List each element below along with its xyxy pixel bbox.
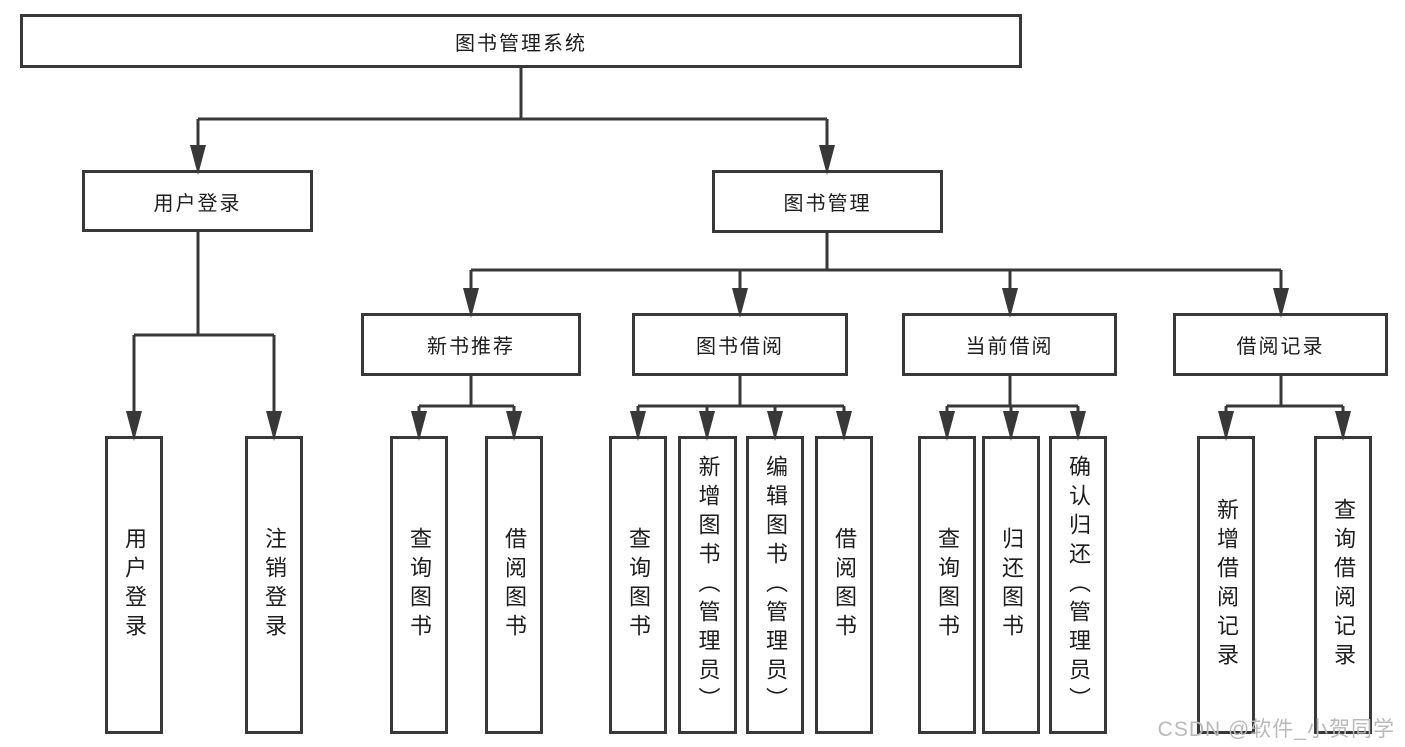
node-label: 新增借阅记录 bbox=[1214, 498, 1239, 672]
connector-book-borrow bbox=[636, 376, 846, 413]
node-label: 归还图书 bbox=[999, 527, 1024, 643]
connector-current-borrow bbox=[945, 376, 1080, 413]
node-label: 查询借阅记录 bbox=[1331, 498, 1356, 672]
node-label: 新增图书（管理员） bbox=[695, 454, 721, 716]
node-label: 确认归还（管理员） bbox=[1066, 454, 1091, 716]
node-label: 查询图书 bbox=[626, 527, 651, 643]
connector-book-mgmt bbox=[469, 233, 1283, 290]
node-label: 用户登录 bbox=[122, 527, 147, 643]
node-label: 图书管理 bbox=[783, 193, 872, 215]
node-borrow-record: 借阅记录 bbox=[1173, 313, 1388, 376]
node-leaf-borrow-book-2: 借阅图书 bbox=[815, 436, 873, 734]
node-leaf-add-borrow-record: 新增借阅记录 bbox=[1197, 436, 1255, 734]
connector-user-login bbox=[132, 232, 276, 413]
node-label: 编辑图书（管理员） bbox=[763, 454, 788, 716]
watermark-text: CSDN @软件_小贺同学 bbox=[1157, 718, 1395, 741]
node-leaf-edit-book-admin: 编辑图书（管理员） bbox=[746, 436, 804, 734]
connector-root-to-level2 bbox=[196, 68, 829, 147]
node-leaf-query-book-1: 查询图书 bbox=[390, 436, 448, 734]
node-label: 借阅图书 bbox=[832, 527, 857, 643]
node-root-system: 图书管理系统 bbox=[20, 14, 1022, 68]
node-leaf-logout: 注销登录 bbox=[245, 436, 303, 734]
node-book-management: 图书管理 bbox=[712, 170, 943, 233]
node-leaf-borrow-book-1: 借阅图书 bbox=[485, 436, 543, 734]
node-leaf-query-borrow-record: 查询借阅记录 bbox=[1314, 436, 1372, 734]
node-label: 新书推荐 bbox=[427, 336, 515, 358]
node-current-borrow: 当前借阅 bbox=[902, 313, 1117, 376]
node-leaf-return-book: 归还图书 bbox=[982, 436, 1040, 734]
node-leaf-add-book-admin: 新增图书（管理员） bbox=[678, 436, 737, 734]
node-label: 查询图书 bbox=[935, 527, 960, 643]
connector-new-book bbox=[417, 376, 516, 413]
connector-borrow-record bbox=[1224, 376, 1345, 413]
node-book-borrow: 图书借阅 bbox=[632, 313, 848, 376]
node-label: 查询图书 bbox=[407, 527, 432, 643]
node-user-login: 用户登录 bbox=[82, 170, 313, 232]
node-label: 注销登录 bbox=[262, 527, 287, 643]
node-label: 图书管理系统 bbox=[455, 32, 587, 55]
node-label: 借阅图书 bbox=[502, 527, 527, 643]
node-label: 当前借阅 bbox=[965, 336, 1054, 358]
node-new-book-recommend: 新书推荐 bbox=[361, 313, 581, 376]
node-label: 图书借阅 bbox=[696, 336, 784, 358]
node-label: 用户登录 bbox=[153, 192, 242, 215]
node-label: 借阅记录 bbox=[1236, 336, 1325, 358]
node-leaf-user-login: 用户登录 bbox=[105, 436, 163, 734]
node-leaf-query-book-3: 查询图书 bbox=[918, 436, 976, 734]
node-leaf-query-book-2: 查询图书 bbox=[609, 436, 667, 734]
node-leaf-confirm-return-admin: 确认归还（管理员） bbox=[1049, 436, 1107, 734]
